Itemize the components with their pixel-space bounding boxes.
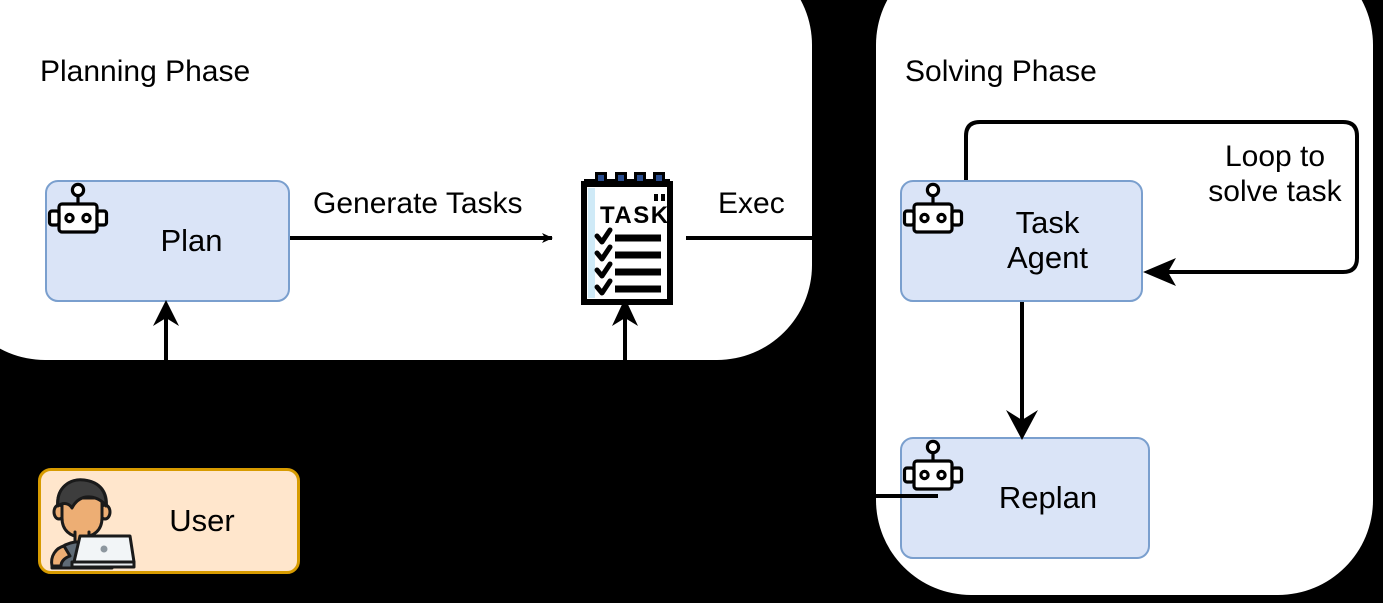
edge-label-loop: Loop to solve task xyxy=(1185,140,1365,209)
node-task-agent-label-line2: Agent xyxy=(1006,240,1088,275)
node-user-label: User xyxy=(169,502,235,538)
planning-phase-title: Planning Phase xyxy=(40,55,251,88)
task-clipboard-icon: TASK xyxy=(581,172,673,305)
solving-phase-title: Solving Phase xyxy=(905,55,1097,88)
node-task-agent-label-line1: Task xyxy=(1015,205,1080,241)
node-task-agent[interactable]: Task Agent xyxy=(900,180,1143,302)
svg-text:TASK: TASK xyxy=(600,202,670,229)
edge-label-loop-line2: solve task xyxy=(1208,174,1342,208)
node-plan-label: Plan xyxy=(160,222,223,258)
node-replan-label: Replan xyxy=(998,479,1098,515)
node-task-agent-label: Task Agent xyxy=(955,205,1088,275)
edge-label-exec: Exec xyxy=(718,187,785,220)
edge-label-loop-line1: Loop to xyxy=(1224,140,1326,173)
edge-label-generate-tasks: Generate Tasks xyxy=(313,187,523,220)
node-replan[interactable]: Replan xyxy=(900,437,1150,559)
node-user[interactable]: User xyxy=(38,468,300,574)
node-plan[interactable]: Plan xyxy=(45,180,290,302)
